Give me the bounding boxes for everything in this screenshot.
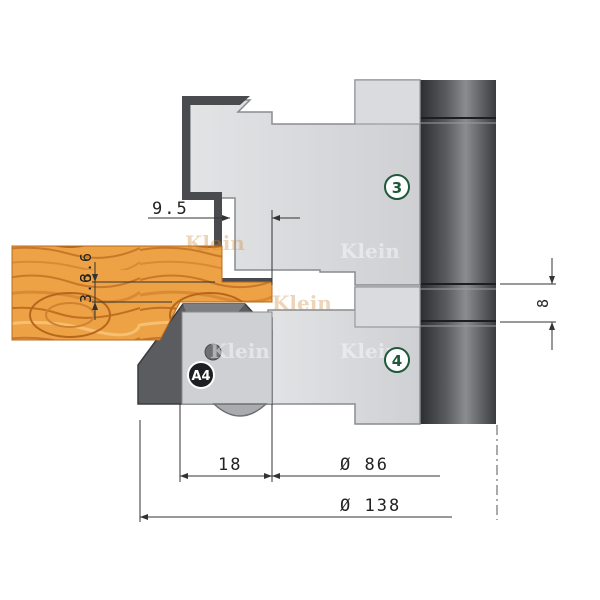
badge-cutter-4: 4 [384, 347, 410, 373]
svg-text:Klein: Klein [185, 231, 245, 255]
svg-text:Ø 86: Ø 86 [340, 455, 389, 475]
dim-9-5: 9.5 [148, 199, 300, 285]
svg-text:8: 8 [534, 298, 552, 308]
badge-insert-a4: A4 [187, 361, 215, 389]
dim-3-6: 3.6 3.6 [77, 252, 215, 320]
spindle-body [420, 80, 496, 424]
badge-cutter-3: 3 [384, 174, 410, 200]
wood-board [11, 245, 273, 341]
svg-text:3.6: 3.6 [77, 252, 95, 282]
badge-a4-label: A4 [191, 369, 210, 384]
spindle [420, 80, 496, 424]
dim-bore-86: Ø 86 [272, 455, 440, 479]
watermarks: Klein Klein Klein Klein Klein [185, 231, 400, 363]
badge-4-label: 4 [392, 352, 402, 370]
workpiece [11, 245, 273, 341]
badge-3-label: 3 [392, 179, 402, 197]
upper-cutter [182, 79, 421, 286]
dim-18: 18 [179, 404, 273, 482]
lower-cutter [137, 286, 421, 425]
svg-text:Klein: Klein [210, 339, 270, 363]
svg-text:9.5: 9.5 [152, 199, 189, 219]
dim-outer-138: Ø 138 [139, 420, 452, 522]
dim-8: 8 [500, 258, 556, 350]
svg-text:Klein: Klein [340, 239, 400, 263]
screw-head [212, 403, 268, 417]
svg-text:3.6: 3.6 [77, 273, 95, 303]
svg-text:Klein: Klein [272, 291, 332, 315]
svg-text:18: 18 [218, 455, 242, 475]
svg-text:Ø 138: Ø 138 [340, 496, 401, 516]
